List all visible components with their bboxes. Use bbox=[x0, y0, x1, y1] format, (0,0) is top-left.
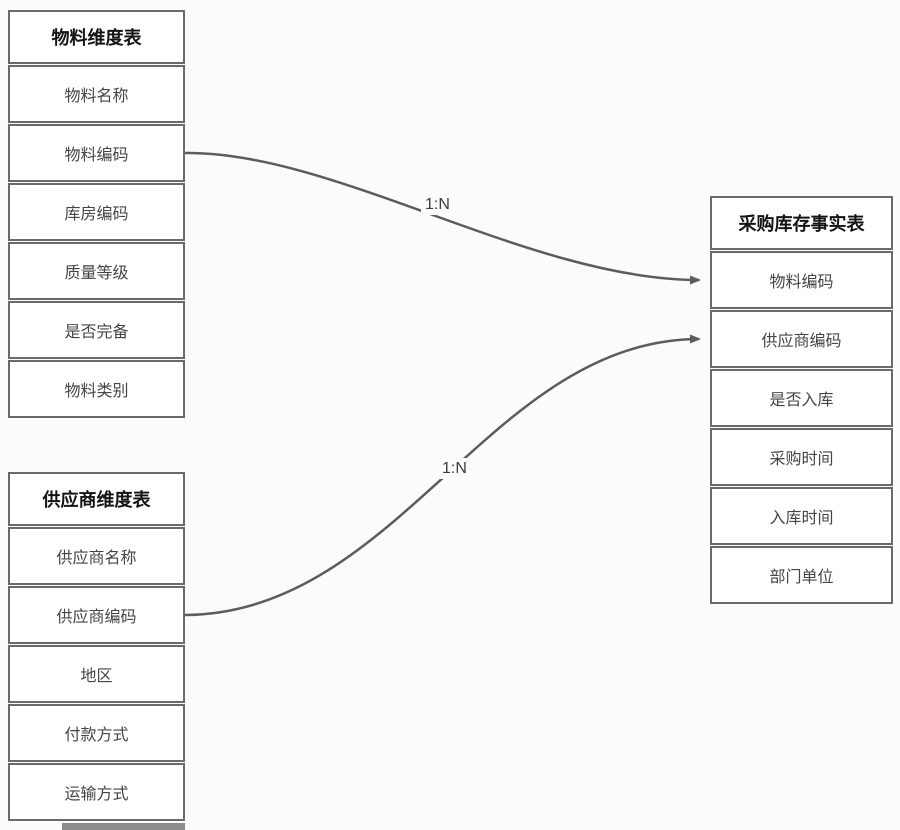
table-field-cell: 物料编码 bbox=[710, 251, 893, 309]
table-header: 供应商维度表 bbox=[8, 472, 185, 526]
table-field-cell: 质量等级 bbox=[8, 242, 185, 300]
table-field-cell: 物料名称 bbox=[8, 65, 185, 123]
table-field-cell: 是否入库 bbox=[710, 369, 893, 427]
table-field-cell: 采购时间 bbox=[710, 428, 893, 486]
table-field-cell: 地区 bbox=[8, 645, 185, 703]
table-material-dimension: 物料维度表 物料名称 物料编码 库房编码 质量等级 是否完备 物料类别 bbox=[8, 10, 185, 418]
clipped-shape-fragment bbox=[62, 823, 185, 830]
table-field-cell: 部门单位 bbox=[710, 546, 893, 604]
table-field-cell: 是否完备 bbox=[8, 301, 185, 359]
table-field-cell: 运输方式 bbox=[8, 763, 185, 821]
table-field-cell: 供应商编码 bbox=[710, 310, 893, 368]
table-field-cell: 物料编码 bbox=[8, 124, 185, 182]
table-header: 采购库存事实表 bbox=[710, 196, 893, 250]
table-header: 物料维度表 bbox=[8, 10, 185, 64]
table-field-cell: 入库时间 bbox=[710, 487, 893, 545]
table-field-cell: 付款方式 bbox=[8, 704, 185, 762]
table-field-cell: 供应商编码 bbox=[8, 586, 185, 644]
table-field-cell: 物料类别 bbox=[8, 360, 185, 418]
cardinality-label: 1:N bbox=[421, 194, 454, 216]
cardinality-label: 1:N bbox=[438, 458, 471, 480]
table-purchase-inventory-fact: 采购库存事实表 物料编码 供应商编码 是否入库 采购时间 入库时间 部门单位 bbox=[710, 196, 893, 604]
table-field-cell: 库房编码 bbox=[8, 183, 185, 241]
table-supplier-dimension: 供应商维度表 供应商名称 供应商编码 地区 付款方式 运输方式 bbox=[8, 472, 185, 821]
table-field-cell: 供应商名称 bbox=[8, 527, 185, 585]
relation-arrow-material bbox=[184, 151, 701, 285]
